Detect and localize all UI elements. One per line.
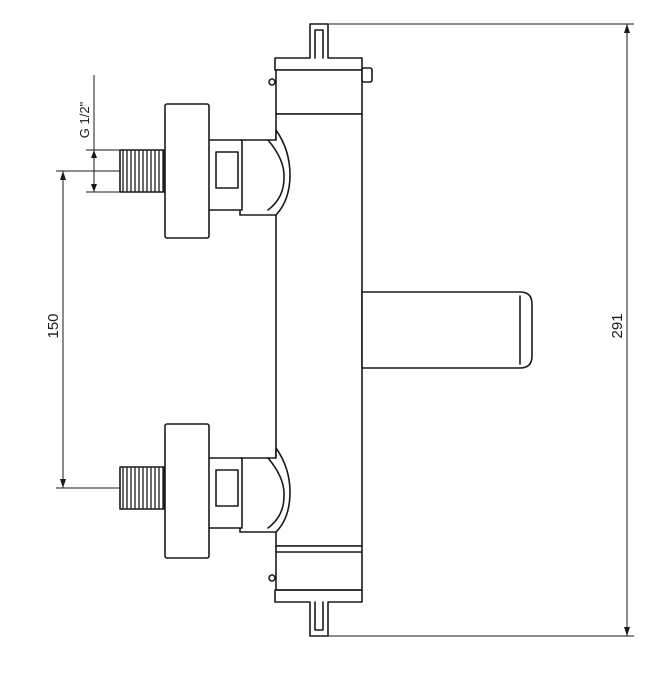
lower-connector	[119, 423, 291, 559]
bottom-cap	[275, 545, 363, 591]
top-bracket	[274, 23, 363, 71]
thread-label: G 1/2"	[77, 101, 92, 138]
spout	[361, 291, 533, 369]
height-label: 291	[609, 313, 626, 338]
upper-wall-plate	[164, 103, 210, 239]
height-dimension: 291	[328, 23, 634, 637]
main-cylinder	[275, 113, 363, 547]
upper-connector	[119, 103, 291, 239]
lower-wall-plate	[164, 423, 210, 559]
spacing-label: 150	[45, 313, 62, 338]
mixer-body	[268, 23, 373, 637]
bottom-bracket	[274, 589, 363, 637]
top-cap	[275, 69, 363, 115]
thread-dimension: G 1/2"	[77, 75, 120, 193]
spacing-dimension: 150	[45, 170, 120, 489]
